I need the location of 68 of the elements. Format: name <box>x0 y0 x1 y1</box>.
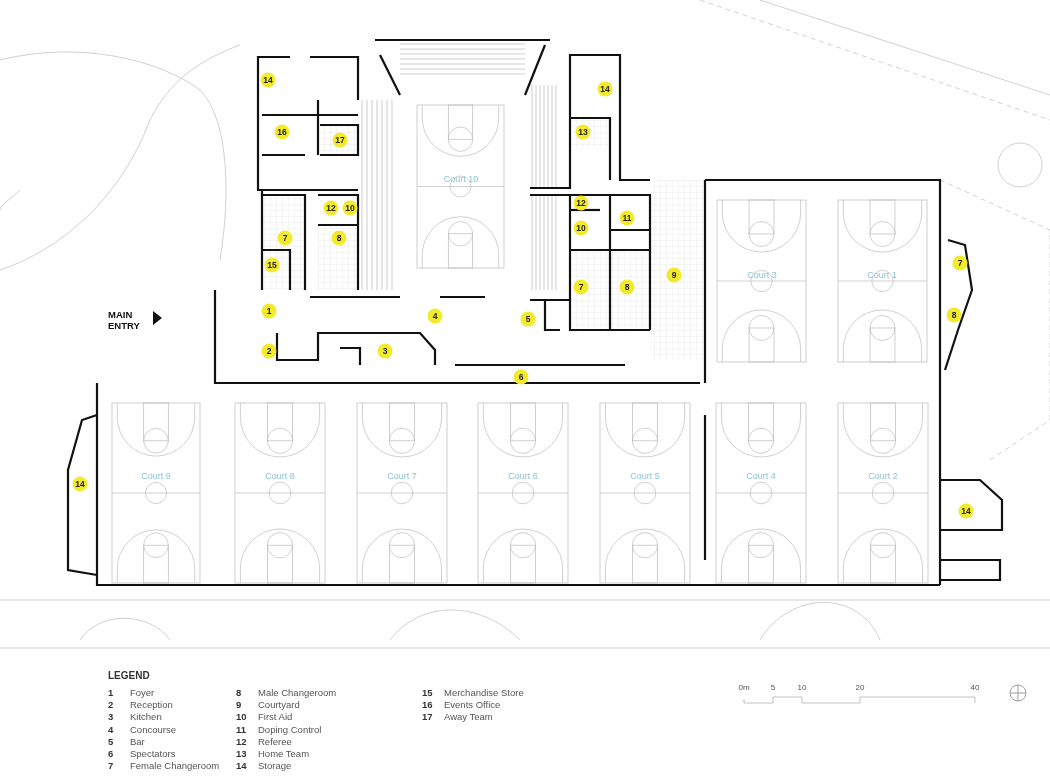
legend-number: 10 <box>236 712 247 722</box>
legend-text: Bar <box>130 736 145 747</box>
legend-number: 12 <box>236 736 247 747</box>
scale-label: 10 <box>797 684 807 692</box>
legend-text: Doping Control <box>258 724 322 735</box>
callout-number: 2 <box>261 343 277 359</box>
callout-number: 16 <box>274 124 290 140</box>
legend-number: 11 <box>236 724 247 735</box>
legend-text: Courtyard <box>258 700 300 710</box>
court-label: Court 10 <box>443 174 479 184</box>
legend-text: First Aid <box>258 712 293 722</box>
legend-text: Kitchen <box>130 712 162 722</box>
entry-label: MAIN ENTRY <box>108 309 141 332</box>
legend-number: 3 <box>108 712 114 722</box>
legend-number: 4 <box>108 724 114 735</box>
legend-text: Reception <box>130 700 173 710</box>
scale-label: 20 <box>855 684 865 692</box>
callout-number: 8 <box>946 307 962 323</box>
callout-number: 1 <box>261 303 277 319</box>
court-label: Court 9 <box>141 471 171 481</box>
legend-number: 16 <box>422 700 433 710</box>
callout-number: 10 <box>573 220 589 236</box>
legend-number: 5 <box>108 736 114 747</box>
legend-number: 7 <box>108 761 114 771</box>
legend-number: 14 <box>236 761 247 771</box>
callout-number: 3 <box>377 343 393 359</box>
legend-text: Merchandise Store <box>444 688 524 698</box>
callout-number: 14 <box>260 72 276 88</box>
callout-number: 14 <box>72 476 88 492</box>
legend-text: Events Office <box>444 700 501 710</box>
callout-number: 14 <box>958 503 974 519</box>
court-label: Court 6 <box>508 471 538 481</box>
callout-number: 4 <box>427 308 443 324</box>
legend-number: 13 <box>236 749 247 759</box>
legend-text: Home Team <box>258 749 310 759</box>
court-label: Court 4 <box>746 471 776 481</box>
legend-text: Spectators <box>130 749 176 759</box>
callout-number: 11 <box>619 210 635 226</box>
legend-number: 6 <box>108 749 114 759</box>
legend-number: 1 <box>108 688 114 698</box>
scale-label: 0m <box>738 684 750 692</box>
callout-number: 5 <box>520 311 536 327</box>
legend-heading: LEGEND <box>108 671 150 681</box>
court-label: Court 7 <box>387 471 417 481</box>
callout-number: 7 <box>952 255 968 271</box>
legend-text: Storage <box>258 761 292 771</box>
legend-number: 17 <box>422 712 433 722</box>
court-label: Court 3 <box>747 270 777 280</box>
legend-text: Referee <box>258 736 292 747</box>
scale-label: 40 <box>970 684 980 692</box>
court-label: Court 8 <box>265 471 295 481</box>
callout-number: 14 <box>597 81 613 97</box>
court-label: Court 5 <box>630 471 660 481</box>
court-label: Court 1 <box>867 270 897 280</box>
legend-number: 2 <box>108 700 114 710</box>
callout-number: 10 <box>342 200 358 216</box>
legend-number: 8 <box>236 688 242 698</box>
legend-number: 9 <box>236 700 242 710</box>
legend-text: Concourse <box>130 724 176 735</box>
legend-number: 15 <box>422 688 433 698</box>
legend-text: Male Changeroom <box>258 688 337 698</box>
callout-number: 6 <box>513 369 529 385</box>
court-label: Court 2 <box>868 471 898 481</box>
callout-number: 12 <box>323 200 339 216</box>
legend-text: Female Changeroom <box>130 761 220 771</box>
legend-text: Foyer <box>130 688 155 698</box>
scale-label: 5 <box>770 684 776 692</box>
legend-text: Away Team <box>444 712 493 722</box>
